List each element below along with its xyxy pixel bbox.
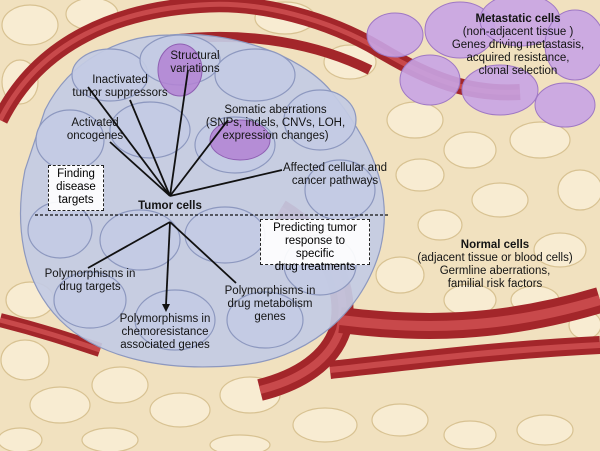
- normal-cells-title: Normal cells: [460, 239, 530, 251]
- somatic-aberrations-line-3: expression changes): [222, 130, 329, 142]
- predicting-response-box: Predicting tumor response to specific dr…: [260, 219, 370, 273]
- inactivated-suppressors-line-1: Inactivated: [92, 74, 148, 86]
- poly-chemoresistance-line-3: associated genes: [120, 339, 210, 351]
- poly-drug-targets-line-2: drug targets: [59, 281, 121, 293]
- activated-oncogenes-line-1: Activated: [71, 117, 119, 129]
- structural-variations-line-2: variations: [170, 63, 220, 75]
- aberrant-tumor-cells: [157, 43, 271, 161]
- normal-cells-line-2: Germline aberrations,: [439, 265, 551, 277]
- arrowheads: [162, 304, 170, 312]
- metastatic-cluster: [366, 0, 600, 128]
- predicting-response-line-2: response to specific: [284, 235, 346, 260]
- metastatic-line-1: (non-adjacent tissue ): [462, 26, 574, 38]
- finding-disease-targets-box: Finding disease targets: [48, 165, 104, 211]
- predicting-response-line-3: drug treatments: [274, 261, 356, 273]
- poly-chemoresistance-line-1: Polymorphisms in: [119, 313, 211, 325]
- normal-cells-line-3: familial risk factors: [447, 278, 543, 290]
- metastatic-line-3: acquired resistance,: [466, 52, 570, 64]
- inactivated-suppressors-line-2: tumor suppressors: [72, 87, 168, 99]
- poly-drug-targets-line-1: Polymorphisms in: [44, 268, 136, 280]
- metastatic-title: Metastatic cells: [475, 13, 561, 25]
- poly-drug-metabolism-line-3: genes: [254, 311, 286, 323]
- structural-variations-line-1: Structural: [170, 50, 220, 62]
- predicting-response-line-1: Predicting tumor: [273, 222, 357, 234]
- finding-disease-targets-line-3: targets: [58, 194, 94, 206]
- finding-disease-targets-line-1: Finding: [57, 168, 95, 180]
- poly-chemoresistance-line-2: chemoresistance: [121, 326, 209, 338]
- affected-pathways-line-2: cancer pathways: [291, 175, 379, 187]
- somatic-aberrations-line-2: (SNPs, indels, CNVs, LOH,: [205, 117, 346, 129]
- pointer-lines: [87, 69, 283, 306]
- normal-cells-line-1: (adjacent tissue or blood cells): [417, 252, 573, 264]
- activated-oncogenes-line-2: oncogenes: [66, 130, 124, 142]
- finding-disease-targets-line-2: disease: [56, 181, 96, 193]
- metastatic-line-4: clonal selection: [478, 65, 558, 77]
- poly-drug-metabolism-line-2: drug metabolism: [227, 298, 313, 310]
- poly-drug-metabolism-line-1: Polymorphisms in: [224, 285, 316, 297]
- tumor-cells-title: Tumor cells: [138, 200, 202, 212]
- metastatic-line-2: Genes driving metastasis,: [451, 39, 585, 51]
- somatic-aberrations-line-1: Somatic aberrations: [224, 104, 327, 116]
- affected-pathways-line-1: Affected cellular and: [283, 162, 387, 174]
